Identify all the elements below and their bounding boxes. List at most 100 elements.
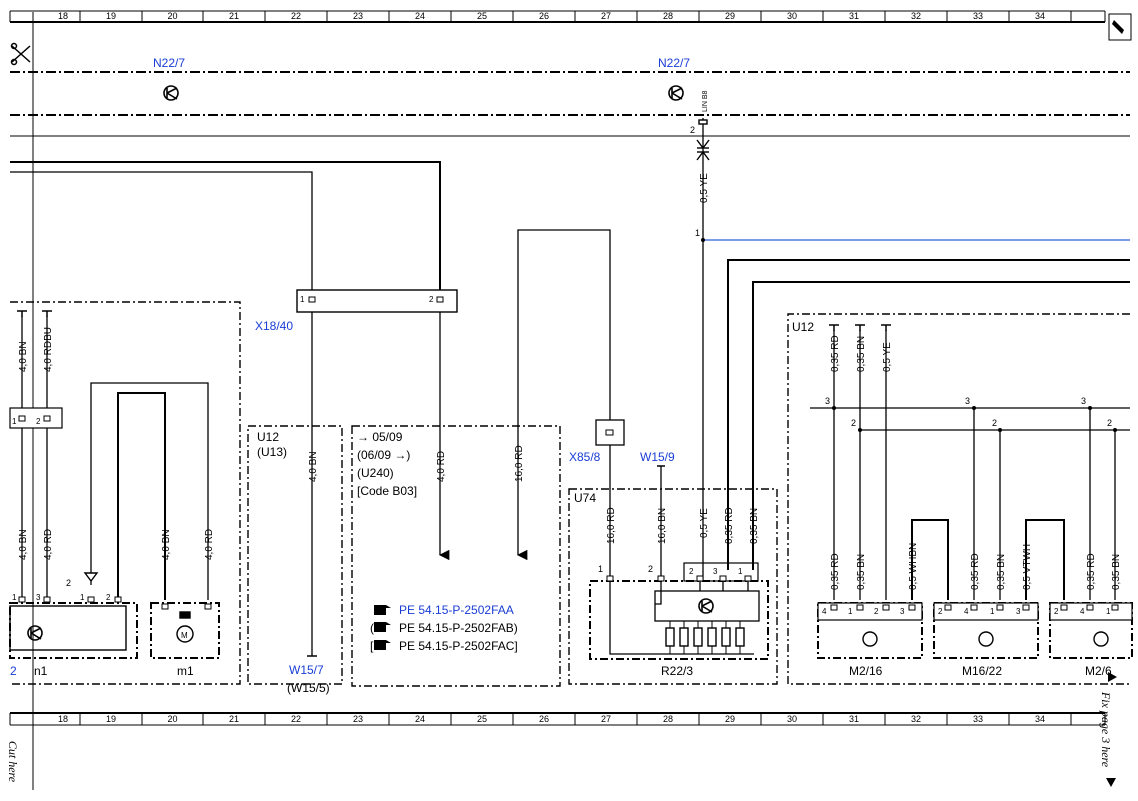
ruler-label: 22 <box>291 11 301 21</box>
n1-outline <box>9 602 138 659</box>
wire-label: 0,35 RD <box>830 553 841 590</box>
ruler-label: 31 <box>849 11 859 21</box>
ruler-label: 19 <box>106 714 116 724</box>
ruler-label: 18 <box>58 11 68 21</box>
wire-label: 0,35 BN <box>856 554 867 590</box>
resistor-icon <box>707 627 717 647</box>
wire-label: 0,35 BN <box>749 508 760 544</box>
ruler-label: 32 <box>911 714 921 724</box>
pin-label: 1 <box>695 228 700 238</box>
ruler-label: 31 <box>849 714 859 724</box>
pin-label: 2 <box>874 607 879 616</box>
connector-label: N22/7 <box>658 56 690 70</box>
m1-outline <box>150 602 220 659</box>
pin-label: 2 <box>938 607 943 616</box>
wire-label: 16,0 RD <box>606 507 617 544</box>
box-label: (U240) <box>357 466 394 480</box>
connector-label: X18/40 <box>255 319 293 333</box>
u74-pins <box>606 575 752 582</box>
connector-x18 <box>296 289 458 313</box>
motor-icon <box>862 631 1109 647</box>
component-label: m1 <box>177 664 194 678</box>
pin-label: 1 <box>598 564 603 574</box>
ruler-label: 25 <box>477 714 487 724</box>
scissors-icon <box>10 42 31 66</box>
control-unit-icon <box>27 625 43 641</box>
ruler-label: 22 <box>291 714 301 724</box>
component-label: M16/22 <box>962 664 1002 678</box>
ruler-label: 26 <box>539 714 549 724</box>
wire-label: 0,35 RD <box>970 553 981 590</box>
wire-label: 0,5 WHBN <box>908 543 919 590</box>
pin-label: 4 <box>964 607 969 616</box>
pin-label: 3 <box>965 396 970 406</box>
ruler-label: 27 <box>601 714 611 724</box>
pin-label: 1 <box>80 593 85 602</box>
pin-label: 3 <box>900 607 905 616</box>
wire-label: 4,0 BN <box>308 451 319 482</box>
pin-label: 3 <box>713 567 718 576</box>
lin-label: LIN B8 <box>702 90 709 112</box>
ruler-bottom <box>9 712 1106 726</box>
pin-label: 2 <box>690 125 695 135</box>
connector-label: W15/9 <box>640 450 675 464</box>
resistor-icon <box>735 627 745 647</box>
svg-text:(: ( <box>370 621 374 635</box>
wire-label: 16,0 RD <box>514 445 525 482</box>
ruler-label: 20 <box>167 11 177 21</box>
ruler-label: 28 <box>663 11 673 21</box>
ruler-label: 18 <box>58 714 68 724</box>
pin-label: 2 <box>36 417 41 426</box>
pin-label: 3 <box>825 396 830 406</box>
component-label: M2/16 <box>849 664 883 678</box>
pin-label: 1 <box>990 607 995 616</box>
pin-label: 1 <box>12 417 17 426</box>
connector-label: X85/8 <box>569 450 601 464</box>
box-label: → 05/09 <box>357 430 403 444</box>
left-wires <box>10 316 209 600</box>
fuse-icon <box>83 572 99 583</box>
wire-label: 4,0 BN <box>18 341 29 372</box>
pin-label: 2 <box>648 564 653 574</box>
pin-label: 4 <box>1080 607 1085 616</box>
right-wires <box>810 330 1130 600</box>
box-label: U12 <box>792 320 814 334</box>
box-label: (U13) <box>257 445 287 459</box>
wire-label: 0,35 RD <box>830 335 841 372</box>
connector-label: W15/7 <box>289 663 324 677</box>
box-label: [Code B03] <box>357 484 417 498</box>
hand-icon <box>374 605 391 650</box>
connector-label: N22/7 <box>153 56 185 70</box>
wire-label: 0,5 YE <box>882 342 893 372</box>
reference-link[interactable]: PE 54.15-P-2502FAA <box>399 603 514 617</box>
pin-label: 3 <box>1016 607 1021 616</box>
wire-label: 4,0 BN <box>161 529 172 560</box>
cut-here-label: Cut here <box>6 740 21 783</box>
pin-label: 2 <box>689 567 694 576</box>
pin-label: 2 <box>1107 418 1112 428</box>
ruler-label: 33 <box>973 11 983 21</box>
ruler-label: 33 <box>973 714 983 724</box>
wire-label: 0,35 RD <box>724 507 735 544</box>
wire-label: 0,5 YE <box>699 508 710 538</box>
ruler-label: 24 <box>415 714 425 724</box>
page-corner-icon <box>1108 13 1132 41</box>
left-pins <box>18 596 212 610</box>
n1-box <box>9 605 127 651</box>
pin-label: 2 <box>1054 607 1059 616</box>
ruler-label: 32 <box>911 11 921 21</box>
ruler-label: 30 <box>787 11 797 21</box>
ruler-label: 25 <box>477 11 487 21</box>
pin-label: 1 <box>300 295 305 304</box>
junction-dots <box>832 406 1117 432</box>
ruler-label: 23 <box>353 714 363 724</box>
bus-lines <box>10 71 1130 116</box>
pin-label: 1 <box>738 567 743 576</box>
fix-page-label: Fix page 3 here <box>1099 691 1114 768</box>
wire-label: 4,0 RD <box>43 529 54 560</box>
resistor-icon <box>679 627 689 647</box>
pin-label: 2 <box>992 418 997 428</box>
ruler-label: 21 <box>229 714 239 724</box>
box-label: (06/09 →) <box>357 448 410 462</box>
